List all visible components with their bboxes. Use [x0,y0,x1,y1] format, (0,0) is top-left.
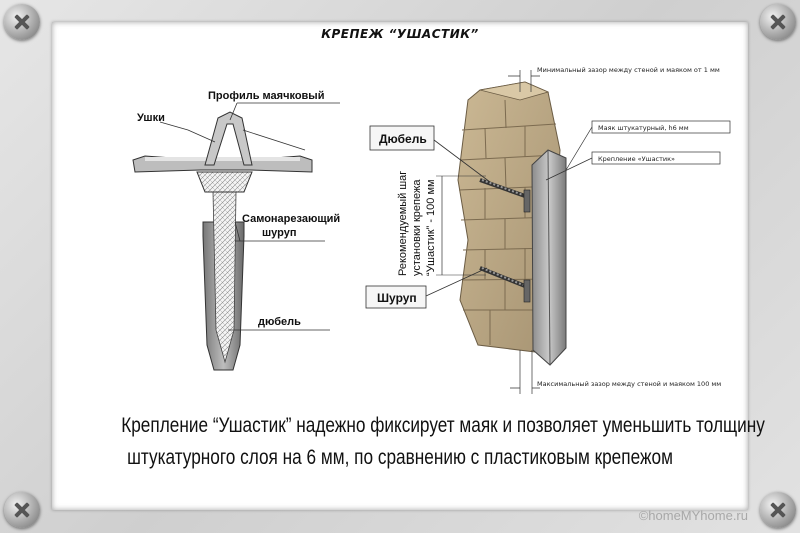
label-screw-line1: Самонарезающий [242,213,340,225]
label-ears: Ушки [137,112,165,124]
label-dowel-box: Дюбель [379,132,427,146]
label-screw-line2: шуруп [262,227,296,239]
screw-top-right-icon [760,4,796,40]
watermark: ©homeMYhome.ru [638,508,748,523]
diagram-title: КРЕПЕЖ “УШАСТИК” [321,27,479,41]
white-board [52,22,748,510]
label-screw-box: Шуруп [377,291,417,305]
fastener-cross-section: Профиль маячковый Ушки Самонарезающий шу… [132,90,340,371]
label-step-line3: “Ушастик” - 100 мм [425,179,437,276]
label-min-gap: Минимальный зазор между стеной и маяком … [537,66,720,74]
label-dowel: дюбель [258,316,301,328]
wall-screws [479,178,531,303]
label-beacon: Маяк штукатурный, h6 мм [598,124,689,132]
label-max-gap: Максимальный зазор между стеной и маяком… [537,380,721,388]
label-fastener: Крепление «Ушастик» [598,155,675,163]
screw-bottom-left-icon [4,492,40,528]
wall-illustration: Минимальный зазор между стеной и маяком … [365,66,731,394]
label-step-line1: Рекомендуемый шаг [397,171,409,276]
screw-top-left-icon [4,4,40,40]
screw-head [196,171,253,193]
caption-line2: штукатурного слоя на 6 мм, по сравнению … [127,446,673,469]
label-step-line2: установки крепежа [411,179,423,276]
label-profile: Профиль маячковый [208,90,324,102]
caption-line1: Крепление “Ушастик” надежно фиксирует ма… [121,414,765,437]
screw-bottom-right-icon [760,492,796,528]
beacon-profile [204,111,253,166]
